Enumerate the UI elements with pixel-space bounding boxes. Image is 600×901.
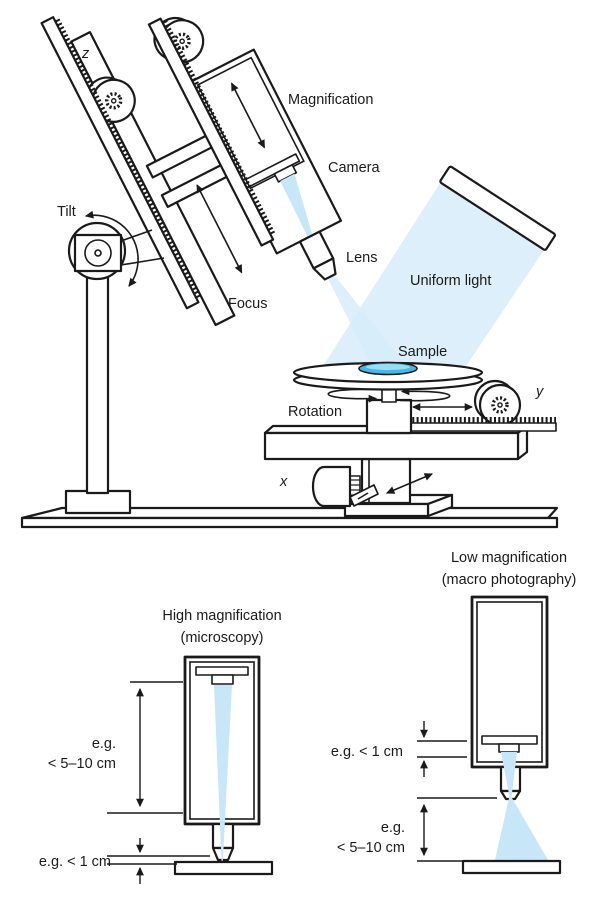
high-magnification-diagram: High magnification (microscopy) e.g. < 5…: [39, 608, 282, 884]
high-mag-dim-prefix: e.g.: [92, 736, 116, 752]
low-mag-title-line2: (macro photography): [442, 572, 577, 588]
magnification-arrow: [230, 82, 266, 149]
high-mag-sensor: [195, 666, 249, 676]
rotation-carriage-block: [365, 398, 413, 435]
low-mag-sensor-chip: [498, 743, 520, 753]
low-mag-dim-prefix: e.g.: [381, 820, 405, 836]
high-mag-sample-slide: [173, 860, 274, 876]
label-y-axis: y: [535, 384, 544, 400]
label-camera: Camera: [328, 160, 381, 176]
focus-arrow: [196, 184, 243, 274]
x-direction-arrow: [385, 473, 434, 494]
high-mag-title-line2: (microscopy): [181, 630, 264, 646]
lens-tip: [312, 257, 337, 281]
y-rack: [407, 417, 557, 432]
uniform-light-beam: [323, 180, 544, 366]
sample-highlight: [366, 364, 410, 370]
low-mag-dimensions: [417, 721, 497, 862]
low-magnification-diagram: Low magnification (macro photography) e.…: [331, 550, 577, 875]
rotation-arrow-right: [399, 387, 451, 402]
label-lens: Lens: [346, 250, 377, 266]
y-pinion-gear: [473, 379, 522, 427]
x-knob-assembly: [311, 465, 379, 508]
label-magnification: Magnification: [288, 92, 373, 108]
label-z-axis: z: [81, 46, 90, 62]
low-mag-dim-value: < 5–10 cm: [337, 840, 405, 856]
high-mag-beam: [214, 685, 232, 862]
label-focus: Focus: [228, 296, 268, 312]
imaging-rig-diagram: z Magnification Camera Tilt Lens Uniform…: [20, 16, 559, 529]
stand-foot: [64, 489, 132, 515]
stand-post: [85, 267, 110, 495]
label-rotation: Rotation: [288, 404, 342, 420]
label-uniform-light: Uniform light: [410, 273, 491, 289]
label-sample: Sample: [398, 344, 447, 360]
low-mag-title-line1: Low magnification: [451, 550, 567, 566]
label-tilt: Tilt: [57, 204, 76, 220]
sensor-chip: [273, 163, 298, 183]
high-mag-dim-value: < 5–10 cm: [48, 756, 116, 772]
light-panel: [439, 165, 557, 251]
x-knob: [311, 465, 352, 508]
internal-beam: [280, 173, 313, 238]
low-mag-camera-body: [470, 595, 549, 860]
high-mag-sensor-chip: [211, 674, 234, 685]
sample-disc: [292, 361, 484, 391]
camera-lens-beam: [324, 271, 404, 368]
high-mag-gap-label: e.g. < 1 cm: [39, 854, 111, 870]
low-mag-beam-upper: [501, 752, 517, 797]
low-mag-sensor: [481, 735, 538, 745]
tilt-arc-arrow: [84, 210, 139, 287]
rotation-arrow-left: [327, 388, 379, 403]
cross-brace-lower: [160, 163, 230, 208]
high-mag-title-line1: High magnification: [162, 608, 281, 624]
tilted-camera-assembly: [40, 16, 343, 327]
low-mag-beam-lower: [495, 798, 548, 860]
z-rack-rail: [40, 16, 202, 310]
high-mag-camera-body: [183, 655, 261, 862]
low-mag-gap-label: e.g. < 1 cm: [331, 744, 403, 760]
label-x-axis: x: [279, 474, 288, 490]
low-mag-sample-slide: [461, 859, 562, 875]
high-mag-dimensions: [107, 681, 210, 884]
cross-brace-upper: [145, 133, 215, 179]
